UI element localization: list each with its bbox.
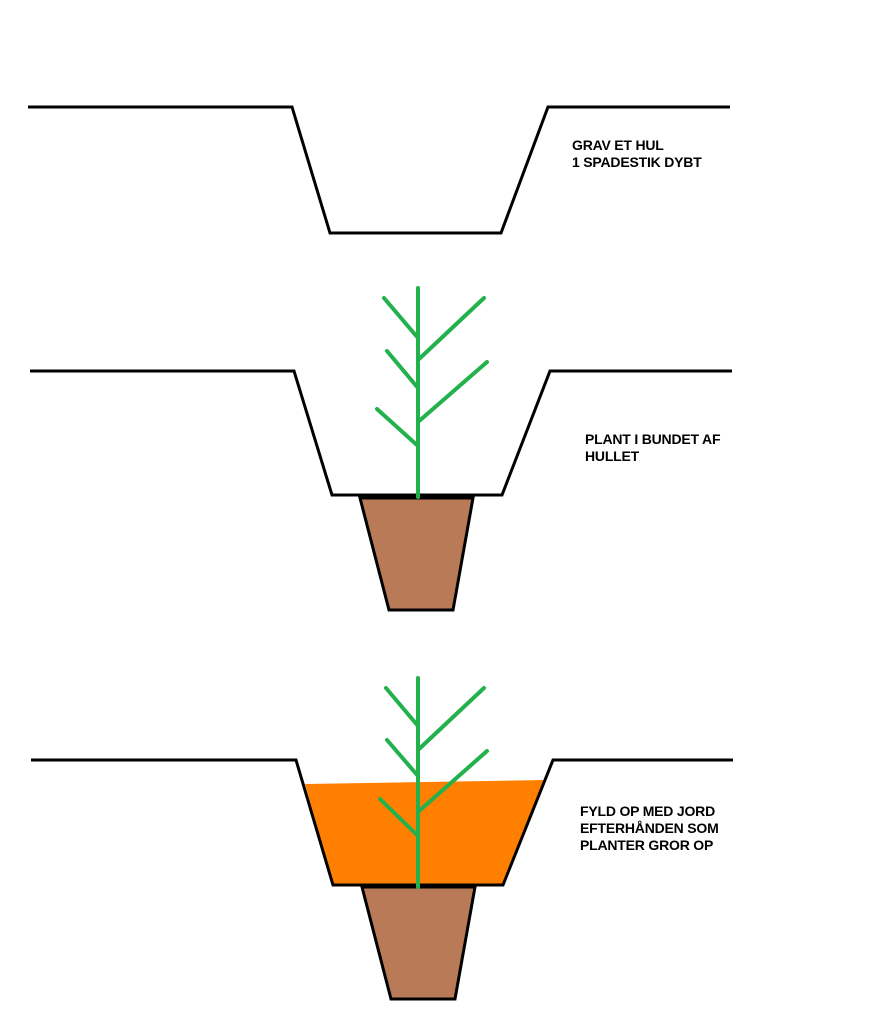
seedling-branch (384, 686, 420, 728)
step-3-label-line-2: EFTERHÅNDEN SOM (580, 820, 719, 836)
seedling-branch (416, 360, 489, 424)
step-3-filling (31, 676, 733, 1001)
seedling-branch (385, 738, 420, 778)
step-2-label: PLANT I BUNDET AF HULLET (585, 431, 720, 465)
step-1-hole (28, 105, 730, 235)
step-3-label: FYLD OP MED JORD EFTERHÅNDEN SOM PLANTER… (580, 803, 719, 854)
root-ball-2 (358, 496, 475, 612)
seedling-branch (416, 686, 486, 752)
root-ball-3 (360, 885, 477, 1001)
seedling-branch (416, 749, 489, 814)
step-1-label-line-2: 1 SPADESTIK DYBT (572, 154, 702, 170)
step-1-label: GRAV ET HUL 1 SPADESTIK DYBT (572, 137, 702, 171)
seedling-branch (416, 296, 486, 362)
step-1-label-line-1: GRAV ET HUL (572, 137, 664, 153)
step-3-label-line-1: FYLD OP MED JORD (580, 803, 716, 819)
step-3-label-line-3: PLANTER GROR OP (580, 837, 714, 853)
seedling-branch (385, 349, 420, 390)
seedling-2 (375, 286, 489, 499)
seedling-branch (382, 296, 420, 340)
step-2-label-line-1: PLANT I BUNDET AF (585, 431, 721, 447)
seedling-3 (378, 676, 489, 889)
fill-soil (305, 780, 545, 884)
step-2-label-line-2: HULLET (585, 448, 640, 464)
step-2-planting (30, 286, 732, 612)
seedling-branch (378, 797, 420, 838)
seedling-branch (375, 407, 420, 448)
ground-profile-1 (28, 105, 730, 235)
